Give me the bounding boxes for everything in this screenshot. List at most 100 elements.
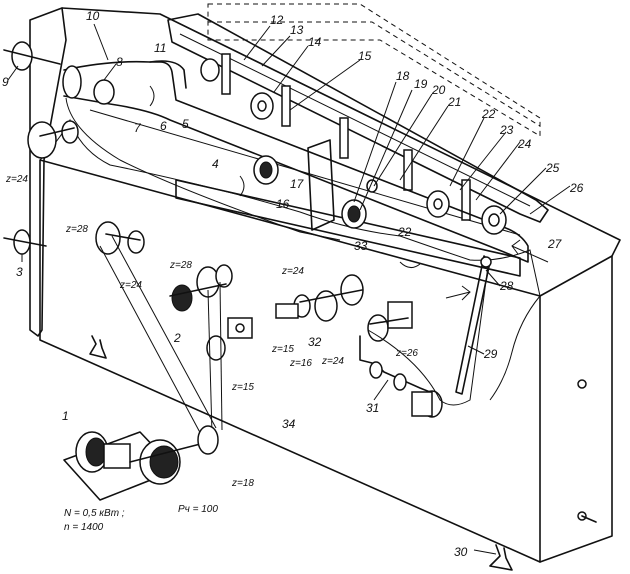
post-2 [281, 85, 291, 127]
belt-loop [65, 97, 341, 241]
rotation-arrow-shaft [399, 261, 421, 268]
motor-speed: n = 1400 [64, 522, 104, 533]
label-3: 3 [16, 265, 23, 279]
callout-labels: 9 10 8 7 6 5 4 11 12 13 14 15 16 17 18 1… [2, 9, 584, 559]
label-22-lower: 22 [397, 225, 412, 239]
label-8: 8 [116, 55, 123, 69]
bracket-17 [307, 139, 335, 231]
label-7: 7 [134, 121, 142, 135]
label-z15-a: z=15 [271, 344, 294, 355]
tube-body [63, 60, 529, 263]
left-pulleys [3, 41, 79, 255]
label-14: 14 [308, 35, 322, 49]
label-30: 30 [454, 545, 468, 559]
leader-lines [7, 23, 571, 555]
label-31: 31 [366, 401, 379, 415]
label-18: 18 [396, 69, 410, 83]
foot-left [89, 335, 107, 359]
pulley-z18 [197, 425, 219, 455]
label-21: 21 [447, 95, 461, 109]
label-1: 1 [62, 409, 69, 423]
label-24: 24 [517, 137, 532, 151]
gear-z24-c [340, 274, 364, 306]
label-27: 27 [547, 237, 563, 251]
top-cover-dashed [207, 3, 541, 137]
motor-pulley-diameter: Рч = 100 [178, 504, 218, 515]
label-15: 15 [358, 49, 372, 63]
motor-body [103, 443, 131, 469]
label-32: 32 [308, 335, 322, 349]
post-3 [339, 117, 349, 159]
motion-arrows [149, 85, 549, 301]
label-11: 11 [154, 41, 166, 55]
foot-right [489, 544, 513, 571]
housing [29, 7, 621, 571]
motor-power: N = 0,5 кВт ; [64, 508, 125, 519]
label-2: 2 [173, 331, 181, 345]
motor-assembly [63, 425, 219, 501]
label-z16: z=16 [289, 358, 312, 369]
label-34: 34 [282, 417, 296, 431]
post-5 [461, 179, 471, 221]
pulley-9 [11, 41, 33, 71]
label-z24-left: z=24 [5, 174, 28, 185]
post-4 [403, 149, 413, 191]
belt-right [207, 289, 213, 435]
bracket-z15 [275, 303, 299, 319]
label-5: 5 [182, 117, 189, 131]
label-z26: z=26 [395, 348, 418, 359]
right-end-panel [539, 255, 613, 563]
label-13: 13 [290, 23, 304, 37]
label-10: 10 [86, 9, 100, 23]
label-28: 28 [499, 279, 514, 293]
swing-arrow-28 [445, 285, 471, 301]
slide-arrow-27 [511, 239, 549, 263]
rotation-arrow-5 [149, 85, 155, 107]
rear-top-edge [61, 7, 621, 257]
label-z15-b: z=15 [231, 382, 254, 393]
label-29: 29 [483, 347, 498, 361]
label-12: 12 [270, 13, 284, 27]
pointer-arrow [581, 515, 597, 523]
label-z24-c: z=24 [281, 266, 304, 277]
gear-2 [171, 284, 193, 312]
label-z18: z=18 [231, 478, 254, 489]
label-25: 25 [545, 161, 560, 175]
label-26: 26 [569, 181, 584, 195]
gear-z24-left [27, 121, 57, 159]
rollers [200, 58, 507, 235]
label-20: 20 [431, 83, 446, 97]
label-22-top: 22 [481, 107, 496, 121]
label-33: 33 [354, 239, 368, 253]
label-19: 19 [414, 77, 428, 91]
belt-left [99, 245, 205, 441]
gear-labels: z=24 z=28 z=28 z=24 z=24 z=15 z=16 z=24 … [5, 174, 418, 489]
cutaway-edge-right [489, 295, 541, 401]
bracket-z26 [387, 301, 413, 329]
gear-z28-a [95, 221, 121, 255]
label-z28-b: z=28 [169, 260, 192, 271]
motor-specs: N = 0,5 кВт ; n = 1400 Рч = 100 [64, 504, 218, 533]
tube-bend [149, 60, 187, 89]
label-9: 9 [2, 75, 9, 89]
front-gear-train [95, 221, 492, 441]
label-z28-a: z=28 [65, 224, 88, 235]
label-23: 23 [499, 123, 514, 137]
chain-loop [367, 265, 489, 406]
rivet-upper [577, 379, 587, 389]
label-z24-d: z=24 [321, 356, 344, 367]
gear-z26 [367, 314, 389, 342]
roller-11 [200, 58, 220, 82]
label-z24-b: z=24 [119, 280, 142, 291]
label-6: 6 [160, 119, 167, 133]
tube-end-left [62, 65, 82, 99]
post-1 [221, 53, 231, 95]
label-17: 17 [290, 177, 305, 191]
guide-rail [167, 13, 549, 231]
lower-shaft [175, 179, 521, 277]
tube-collar [93, 79, 115, 105]
rod-29 [455, 255, 491, 395]
label-4: 4 [212, 157, 219, 171]
